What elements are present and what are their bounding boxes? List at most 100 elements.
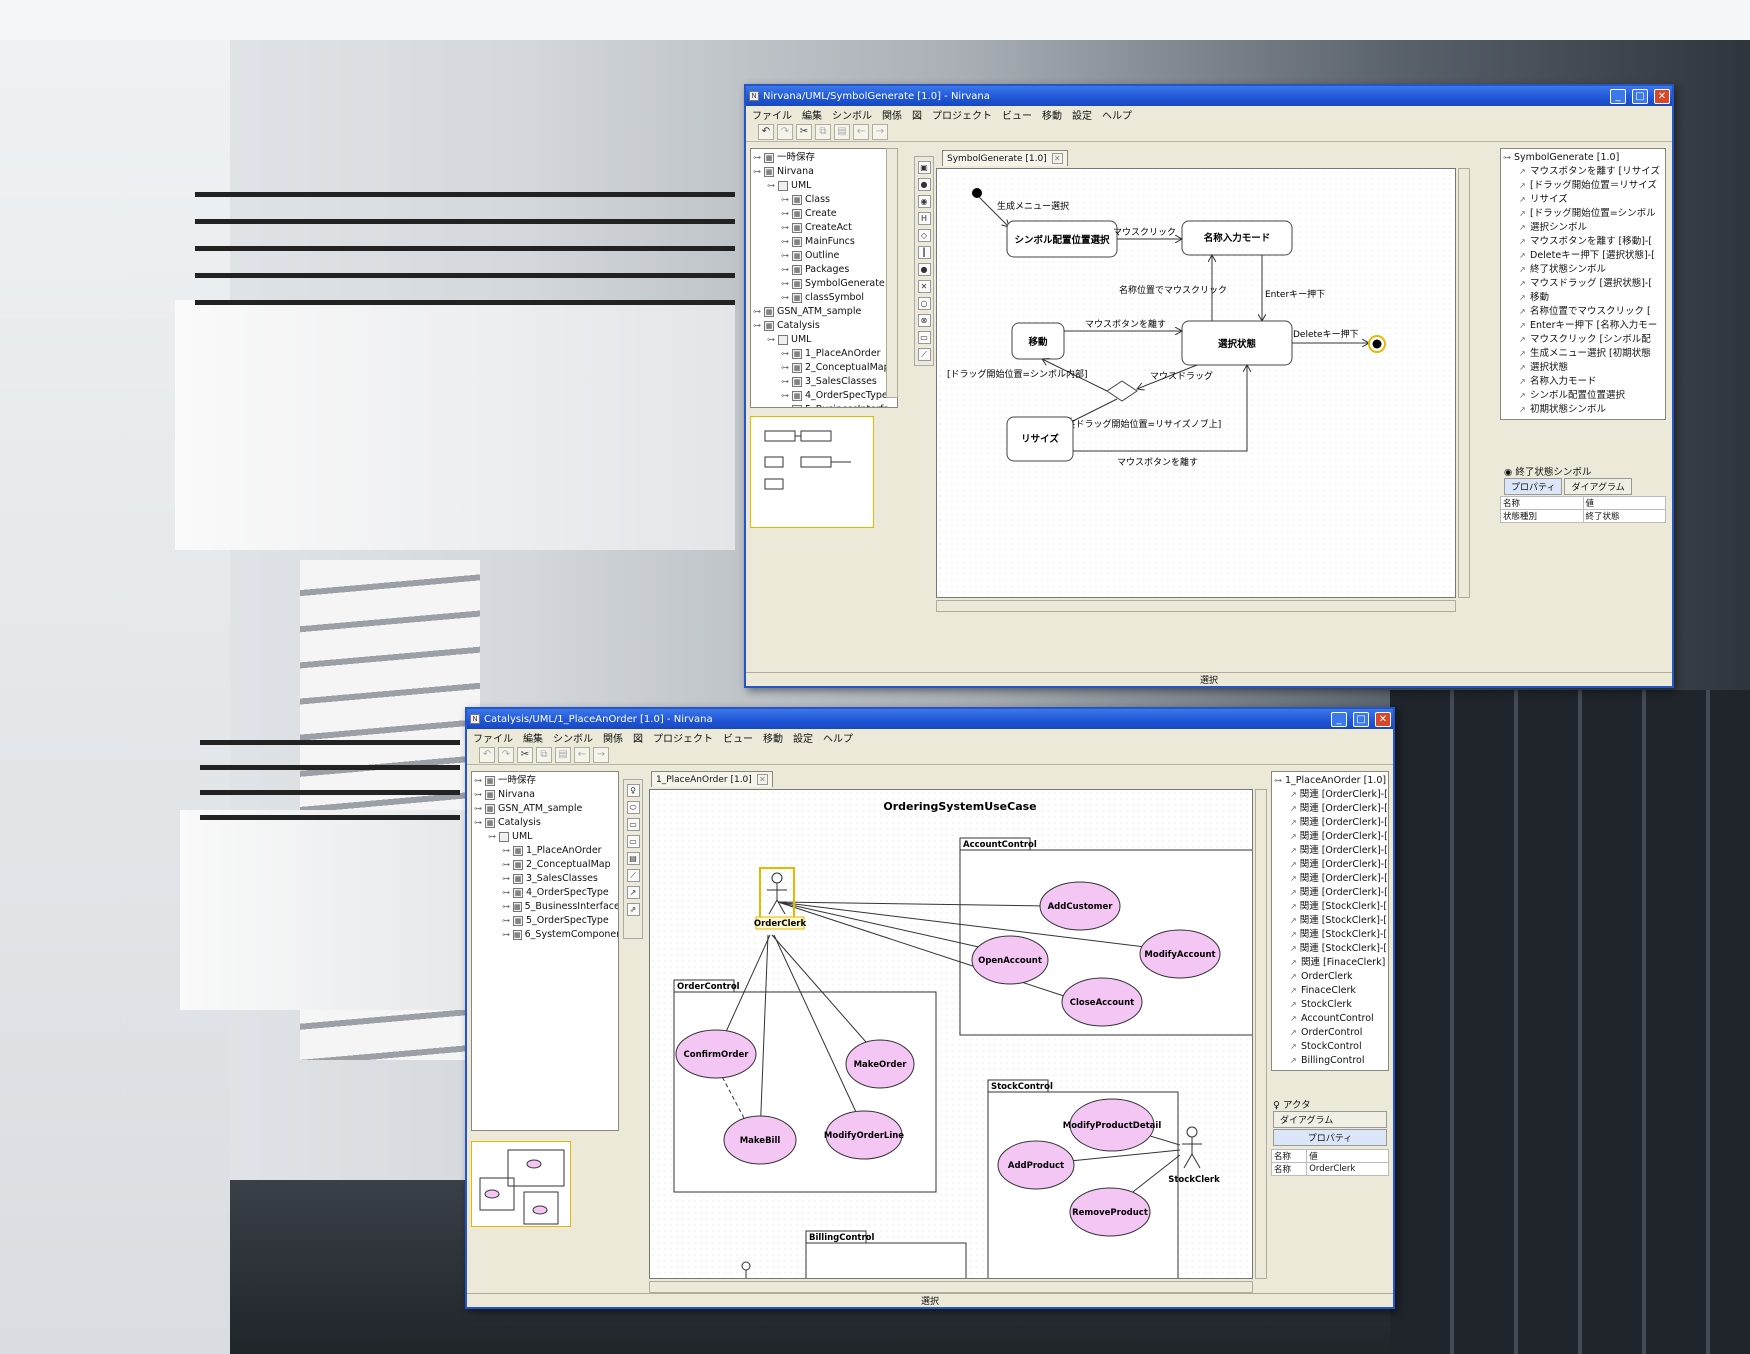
tree-item[interactable]: ⊶▦4_OrderSpecType	[474, 886, 616, 900]
tree-item[interactable]: ⊶UML	[474, 830, 616, 844]
menu-project[interactable]: プロジェクト	[932, 110, 992, 122]
top-diagram-canvas[interactable]: 生成メニュー選択 シンボル配置位置選択 名称入力モード マウスクリック 名称位置…	[936, 168, 1456, 598]
outline-item[interactable]: ↗OrderControl	[1274, 1026, 1386, 1040]
tree-toggle-icon[interactable]: ⊶	[781, 209, 789, 218]
outline-item[interactable]: ↗[ドラッグ開始位置=シンボル	[1503, 207, 1663, 221]
line-tool-icon[interactable]: ⟋	[917, 348, 931, 361]
menu-file[interactable]: ファイル	[752, 110, 792, 122]
paste-icon[interactable]: ▤	[834, 123, 850, 140]
bottom-project-tree[interactable]: ⊶▦一時保存⊶▦Nirvana⊶▦GSN_ATM_sample⊶▦Catalys…	[471, 771, 619, 1131]
tree-item[interactable]: ⊶▦MainFuncs	[753, 235, 895, 249]
tree-item[interactable]: ⊶▦Nirvana	[753, 165, 895, 179]
top-canvas-vscroll[interactable]	[1458, 168, 1470, 598]
menu-settings[interactable]: 設定	[793, 733, 813, 745]
minimize-icon[interactable]: _	[1610, 88, 1626, 104]
menu-symbol[interactable]: シンボル	[553, 733, 593, 745]
menu-move[interactable]: 移動	[1042, 110, 1062, 122]
menu-symbol[interactable]: シンボル	[832, 110, 872, 122]
close-icon[interactable]: ✕	[1654, 88, 1670, 104]
outline-item[interactable]: ↗関連 [StockClerk]-[N	[1274, 900, 1388, 914]
outline-item[interactable]: ↗選択シンボル	[1503, 221, 1663, 235]
outline-item[interactable]: ↗リサイズ	[1503, 193, 1663, 207]
menu-diagram[interactable]: 図	[633, 733, 643, 745]
tree-item[interactable]: ⊶▦一時保存	[753, 151, 895, 165]
generalization-tool-icon[interactable]: ⇗	[626, 903, 640, 916]
tab-properties[interactable]: プロパティ	[1504, 478, 1563, 495]
outline-item[interactable]: ↗名称位置でマウスクリック [	[1503, 305, 1663, 319]
tree-item[interactable]: ⊶▦2_ConceptualMap	[753, 361, 895, 375]
outline-item[interactable]: ↗マウスドラッグ [選択状態]-[	[1503, 277, 1663, 291]
outline-item[interactable]: ↗[ドラッグ開始位置＝リサイズ	[1503, 179, 1663, 193]
junction-icon[interactable]: ●	[917, 263, 931, 276]
tab-diagram[interactable]: ダイアグラム	[1564, 478, 1632, 495]
tree-item[interactable]: ⊶▦SymbolGenerate	[753, 277, 895, 291]
circle-icon[interactable]: ○	[917, 297, 931, 310]
outline-item[interactable]: ↗FinaceClerk	[1274, 984, 1386, 998]
tree-toggle-icon[interactable]: ⊶	[474, 776, 482, 785]
tree-toggle-icon[interactable]: ⊶	[781, 223, 789, 232]
tree-item[interactable]: ⊶UML	[753, 333, 895, 347]
fork-bar-icon[interactable]: ┃	[917, 246, 931, 259]
top-project-tree[interactable]: ⊶▦一時保存⊶▦Nirvana⊶UML⊶▦Class⊶▦Create⊶▦Crea…	[750, 148, 898, 408]
tree-item[interactable]: ⊶▦Catalysis	[474, 816, 616, 830]
top-outline-tree[interactable]: ⊶SymbolGenerate [1.0]↗マウスボタンを離す [リサイズ↗[ド…	[1500, 148, 1666, 420]
maximize-icon[interactable]: □	[1353, 711, 1369, 727]
outline-item[interactable]: ↗AccountControl	[1274, 1012, 1386, 1026]
dependency-tool-icon[interactable]: ↗	[626, 886, 640, 899]
menu-diagram[interactable]: 図	[912, 110, 922, 122]
tree-toggle-icon[interactable]: ⊶	[502, 874, 510, 883]
cut-icon[interactable]: ✂	[517, 746, 533, 763]
outline-item[interactable]: ↗関連 [OrderClerk]-[	[1274, 802, 1388, 816]
outline-item[interactable]: ↗関連 [OrderClerk]-[	[1274, 844, 1388, 858]
tree-item[interactable]: ⊶▦3_SalesClasses	[474, 872, 616, 886]
tab-diagram[interactable]: ダイアグラム	[1273, 1111, 1387, 1128]
outline-item[interactable]: ↗シンボル配置位置選択	[1503, 389, 1663, 403]
xcircle-icon[interactable]: ⊗	[917, 314, 931, 327]
tree-toggle-icon[interactable]: ⊶	[781, 265, 789, 274]
tree-toggle-icon[interactable]: ⊶	[781, 391, 789, 400]
tree-toggle-icon[interactable]: ⊶	[767, 181, 775, 190]
tree-toggle-icon[interactable]: ⊶	[767, 335, 775, 344]
menu-settings[interactable]: 設定	[1072, 110, 1092, 122]
package2-tool-icon[interactable]: ▭	[626, 835, 640, 848]
back-arrow-icon[interactable]: ←	[853, 123, 869, 140]
tree-toggle-icon[interactable]: ⊶	[502, 860, 510, 869]
tree-item[interactable]: ⊶▦5_BusinessInterfa	[753, 403, 895, 407]
menu-relation[interactable]: 関係	[882, 110, 902, 122]
tree-toggle-icon[interactable]: ⊶	[781, 293, 789, 302]
tree-toggle-icon[interactable]: ⊶	[781, 237, 789, 246]
outline-item[interactable]: ↗StockClerk	[1274, 998, 1386, 1012]
menu-view[interactable]: ビュー	[723, 733, 753, 745]
tree-item[interactable]: ⊶▦Nirvana	[474, 788, 616, 802]
outline-item[interactable]: ↗関連 [OrderClerk]-[	[1274, 788, 1388, 802]
menu-edit[interactable]: 編集	[523, 733, 543, 745]
tree-toggle-icon[interactable]: ⊶	[502, 888, 510, 897]
outline-item[interactable]: ↗生成メニュー選択 [初期状態	[1503, 347, 1663, 361]
menu-help[interactable]: ヘルプ	[823, 733, 853, 745]
cut-icon[interactable]: ✂	[796, 123, 812, 140]
package-tool-icon[interactable]: ▭	[626, 818, 640, 831]
initial-state-icon[interactable]: ●	[917, 178, 931, 191]
tree-toggle-icon[interactable]: ⊶	[781, 251, 789, 260]
tree-toggle-icon[interactable]: ⊶	[502, 930, 510, 939]
outline-item[interactable]: ↗選択状態	[1503, 361, 1663, 375]
tree-toggle-icon[interactable]: ⊶	[753, 167, 761, 176]
tree-item[interactable]: ⊶▦Create	[753, 207, 895, 221]
outline-item[interactable]: ↗移動	[1503, 291, 1663, 305]
tree-item[interactable]: ⊶▦5_OrderSpecType	[474, 914, 616, 928]
tree-toggle-icon[interactable]: ⊶	[781, 349, 789, 358]
tree-item[interactable]: ⊶▦GSN_ATM_sample	[753, 305, 895, 319]
outline-item[interactable]: ↗関連 [OrderClerk]-[	[1274, 830, 1388, 844]
bottom-overview-minimap[interactable]	[471, 1141, 571, 1227]
outline-item[interactable]: ↗マウスクリック [シンボル配	[1503, 333, 1663, 347]
outline-item[interactable]: ↗関連 [StockClerk]-[	[1274, 942, 1387, 956]
bottom-outline-tree[interactable]: ⊶1_PlaceAnOrder [1.0]↗関連 [OrderClerk]-[↗…	[1271, 771, 1389, 1071]
outline-item[interactable]: ↗BillingControl	[1274, 1054, 1386, 1068]
tree-toggle-icon[interactable]: ⊶	[488, 832, 496, 841]
tab-close-icon[interactable]: ✕	[756, 774, 768, 785]
outline-item[interactable]: ⊶SymbolGenerate [1.0]	[1503, 151, 1663, 165]
prop-value[interactable]: 終了状態	[1582, 509, 1666, 523]
bottom-canvas-hscroll[interactable]	[649, 1281, 1253, 1293]
note-icon[interactable]: ▭	[917, 331, 931, 344]
tree-item[interactable]: ⊶▦Class	[753, 193, 895, 207]
